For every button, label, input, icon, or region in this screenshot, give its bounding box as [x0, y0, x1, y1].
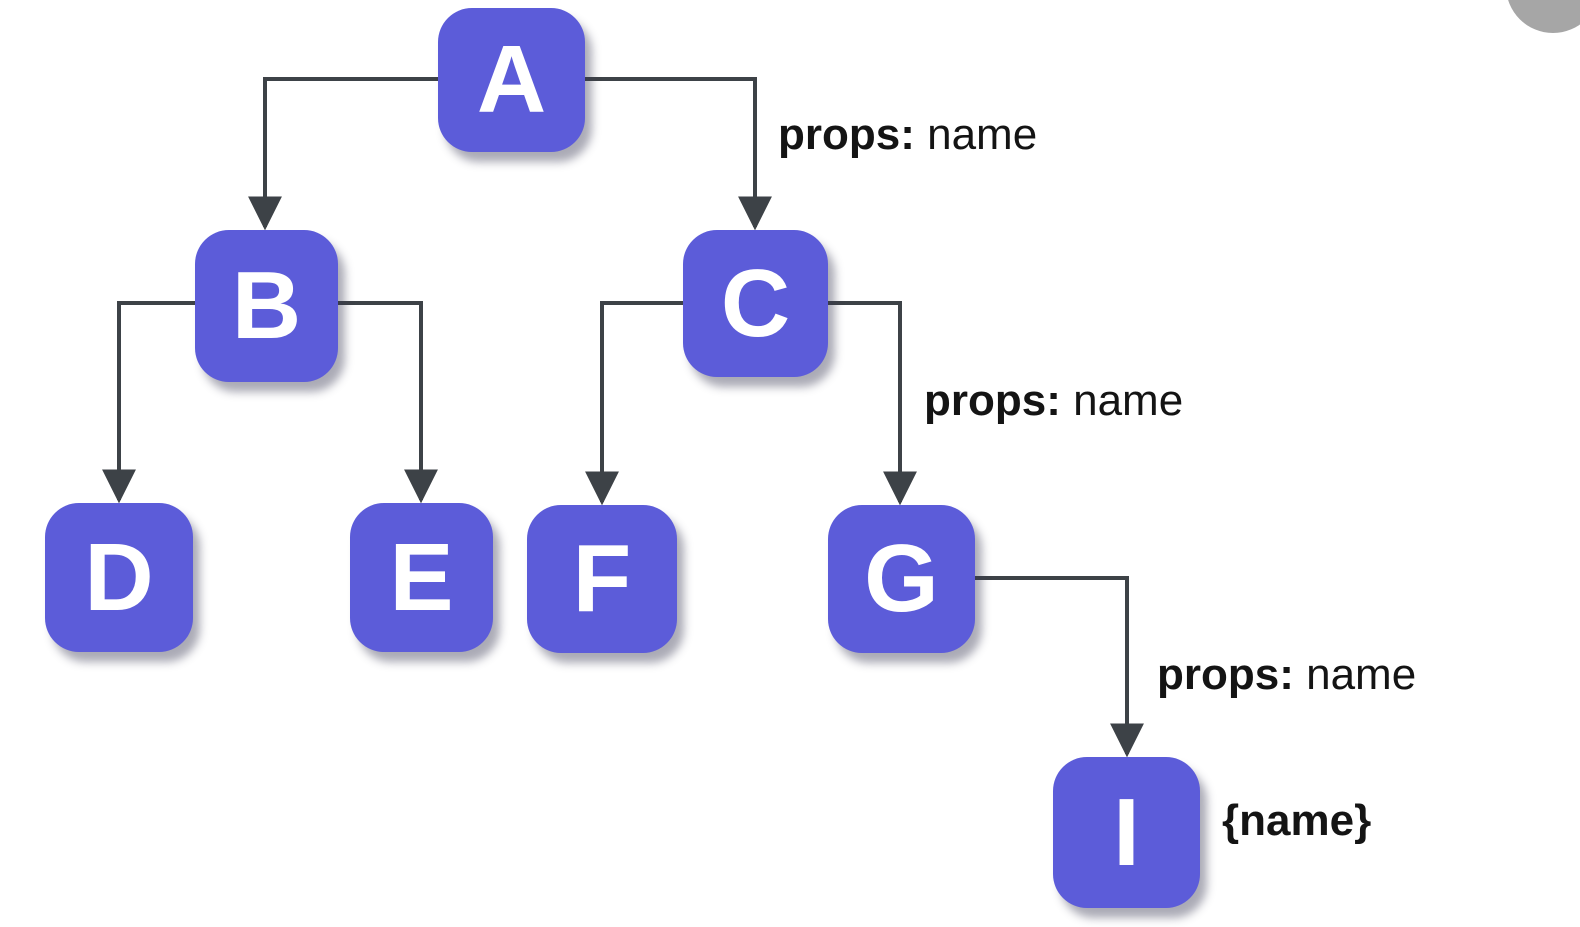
edge-G-to-I: [975, 576, 1144, 758]
edge-C-to-F: [585, 301, 683, 506]
edge-label-key: props:: [1157, 650, 1294, 699]
tree-node-I: I: [1053, 757, 1200, 908]
tree-node-D: D: [45, 503, 193, 652]
tree-node-label-B: B: [231, 252, 302, 359]
edge-A-to-C: [585, 77, 772, 231]
tree-node-B: B: [195, 230, 338, 382]
tree-node-F: F: [527, 505, 677, 653]
edge-label-value: name: [1293, 650, 1417, 699]
tree-node-G: G: [828, 505, 975, 653]
edge-label-key: props:: [924, 376, 1061, 425]
edge-label-value: name: [1060, 376, 1184, 425]
tree-node-label-C: C: [720, 249, 791, 357]
tree-node-A: A: [438, 8, 585, 152]
edge-label-value: name: [914, 110, 1038, 159]
node-annotation: {name}: [1222, 796, 1372, 845]
edge-label-G-I: props: name: [1157, 650, 1417, 699]
tree-node-label-G: G: [864, 525, 939, 632]
tree-node-label-F: F: [572, 525, 632, 632]
edge-B-to-E: [338, 301, 438, 504]
edge-label-C-G: props: name: [924, 376, 1184, 425]
edge-A-to-B: [248, 77, 438, 231]
edge-label-A-C: props: name: [778, 110, 1038, 159]
edge-label-key: props:: [778, 110, 915, 159]
tree-node-label-I: I: [1113, 778, 1140, 886]
tree-node-C: C: [683, 230, 828, 377]
corner-circle: [1506, 0, 1580, 33]
tree-node-label-D: D: [84, 523, 154, 631]
tree-node-label-A: A: [476, 26, 547, 133]
edge-C-to-G: [828, 301, 917, 506]
edge-B-to-D: [102, 301, 195, 504]
tree-node-E: E: [350, 503, 493, 652]
tree-node-label-E: E: [389, 523, 454, 631]
